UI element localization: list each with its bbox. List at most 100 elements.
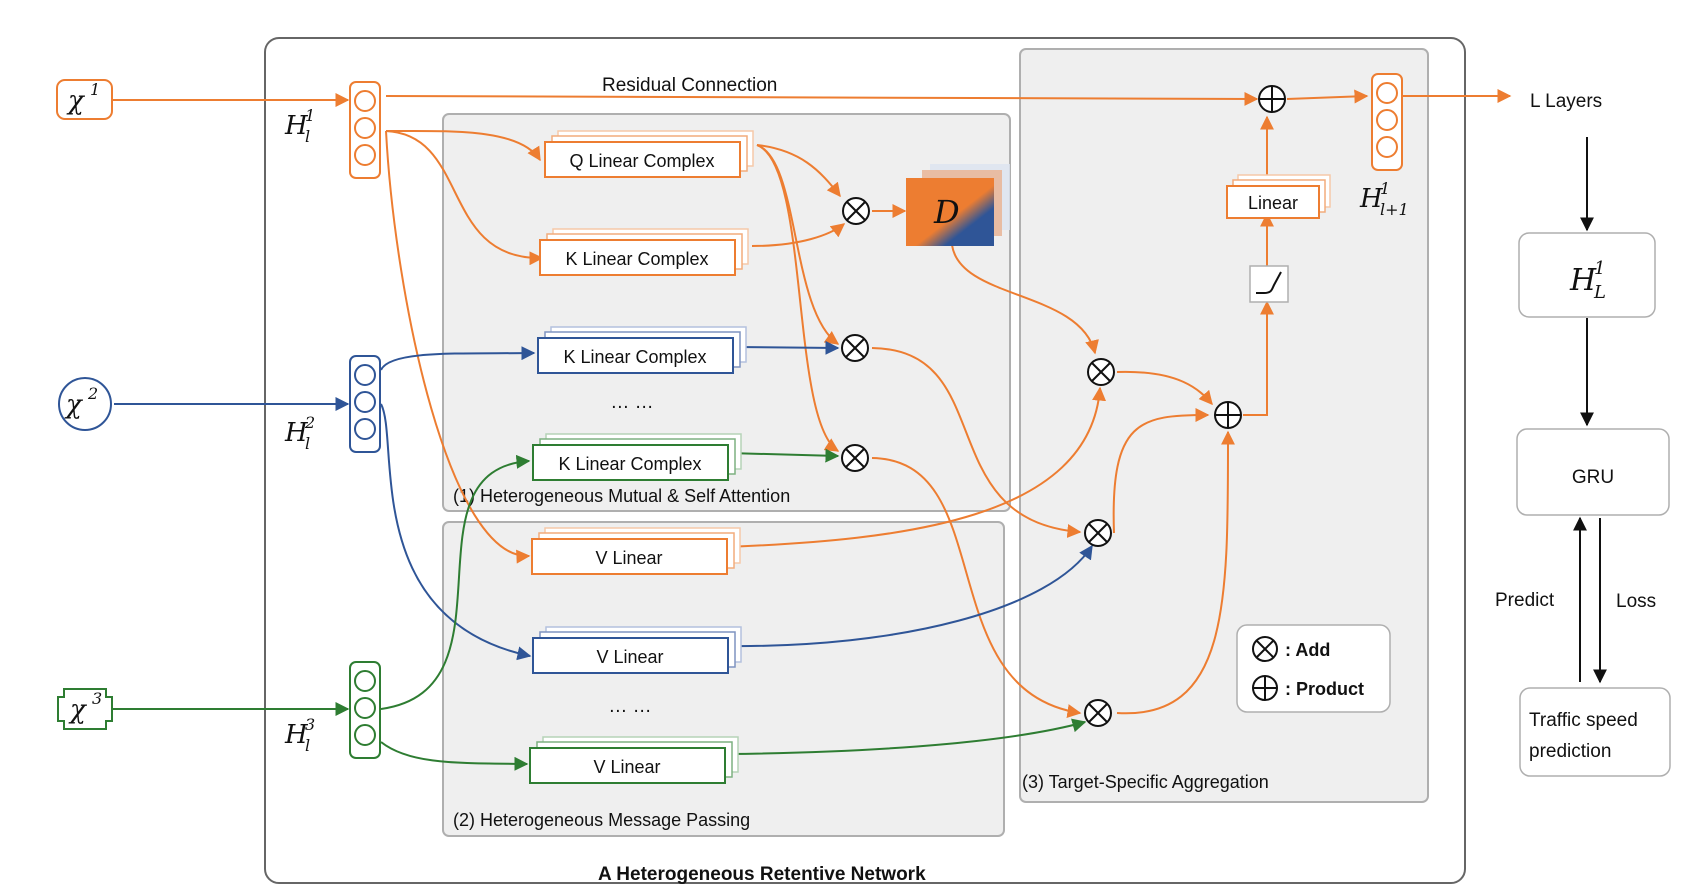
predict-label: Predict bbox=[1495, 590, 1555, 611]
q-linear-label: Q Linear Complex bbox=[569, 151, 714, 171]
section1-label: (1) Heterogeneous Mutual & Self Attentio… bbox=[453, 486, 790, 506]
v-linear-block-green: V Linear bbox=[529, 736, 739, 784]
mul-node-3 bbox=[841, 444, 869, 472]
input-x1-node: χ 1 bbox=[56, 79, 113, 120]
label-hnext-sub: l+1 bbox=[1380, 200, 1409, 219]
mul-node-2 bbox=[841, 334, 869, 362]
hidden-state-h1 bbox=[349, 81, 381, 179]
k-linear-block-orange: K Linear Complex bbox=[539, 228, 749, 276]
final-hidden-base: H bbox=[1569, 263, 1597, 298]
v-linear-block-blue: V Linear bbox=[532, 626, 742, 674]
q-linear-block: Q Linear Complex bbox=[544, 130, 754, 178]
section3-label: (3) Target-Specific Aggregation bbox=[1022, 772, 1269, 792]
edge-h2-v bbox=[380, 403, 532, 661]
edge-q-mul1 bbox=[756, 144, 841, 198]
label-h2: H 2 l bbox=[284, 413, 315, 453]
v-linear-block-orange: V Linear bbox=[531, 527, 741, 575]
label-hnext-base: H bbox=[1359, 184, 1384, 214]
input-x2-sup: 2 bbox=[87, 384, 98, 403]
edge-k-mul1 bbox=[751, 223, 846, 247]
label-h3-base: H bbox=[284, 720, 309, 750]
edge-plus-act bbox=[1243, 300, 1274, 416]
label-h2-base: H bbox=[284, 418, 309, 448]
edge-h3-k bbox=[380, 454, 531, 710]
edge-d-mul4 bbox=[951, 244, 1099, 355]
edge-h3-v bbox=[380, 741, 529, 771]
k-linear-block-blue: K Linear Complex bbox=[537, 326, 747, 374]
plus-node-aggregate bbox=[1214, 401, 1242, 429]
l-layers-label: L Layers bbox=[1530, 91, 1602, 112]
ellipsis-message: … … bbox=[608, 696, 651, 717]
traffic-label-line2: prediction bbox=[1529, 741, 1611, 762]
edge-mul6-plus bbox=[1116, 430, 1236, 715]
k-linear-orange-label: K Linear Complex bbox=[565, 249, 708, 269]
edge-mul5-plus bbox=[1112, 408, 1210, 534]
legend-otimes-icon bbox=[1252, 636, 1278, 662]
ellipsis-attention: … … bbox=[610, 392, 653, 413]
legend-product-label: : Product bbox=[1285, 679, 1364, 699]
edge-h1-v bbox=[385, 130, 531, 564]
linear-block-aggregation: Linear bbox=[1226, 174, 1331, 219]
loss-label: Loss bbox=[1616, 591, 1656, 612]
label-h2-sub: l bbox=[305, 434, 310, 453]
mul-node-6 bbox=[1084, 699, 1112, 727]
edge-oplus-hnext bbox=[1286, 89, 1369, 104]
final-hidden-box: H 1 L bbox=[1518, 232, 1656, 318]
activation-icon bbox=[1249, 265, 1289, 303]
edge-mul4-plus bbox=[1116, 370, 1213, 406]
gru-box: GRU bbox=[1516, 428, 1670, 516]
section2-label: (2) Heterogeneous Message Passing bbox=[453, 810, 750, 830]
input-x1-sup: 1 bbox=[90, 80, 100, 99]
edge-k-mul3 bbox=[727, 448, 840, 463]
d-matrix-label: D bbox=[933, 193, 960, 231]
final-hidden-sup: 1 bbox=[1594, 258, 1605, 279]
plus-node-residual bbox=[1258, 85, 1286, 113]
k-linear-blue-label: K Linear Complex bbox=[563, 347, 706, 367]
mul-node-4 bbox=[1087, 358, 1115, 386]
mul-node-5 bbox=[1084, 519, 1112, 547]
label-h3-sub: l bbox=[305, 736, 310, 755]
mul-node-1 bbox=[842, 197, 870, 225]
edge-mul2-mul5 bbox=[871, 347, 1082, 538]
k-linear-block-green: K Linear Complex bbox=[532, 433, 742, 481]
legend-box: : Add : Product bbox=[1236, 624, 1391, 713]
input-x3-node: χ 3 bbox=[57, 688, 113, 730]
v-linear-blue-label: V Linear bbox=[596, 647, 663, 667]
edge-q-mul3 bbox=[756, 144, 840, 452]
label-h1-sup: 1 bbox=[305, 106, 315, 125]
d-matrix: D bbox=[906, 164, 1010, 246]
hidden-state-next bbox=[1371, 73, 1403, 171]
hidden-state-h3 bbox=[349, 661, 381, 759]
input-x3-sup: 3 bbox=[92, 689, 102, 708]
traffic-label-line1: Traffic speed bbox=[1529, 710, 1638, 731]
traffic-box: Traffic speed prediction bbox=[1519, 687, 1671, 777]
label-h1-base: H bbox=[284, 111, 309, 141]
label-h2-sup: 2 bbox=[304, 413, 315, 432]
hidden-state-h2 bbox=[349, 355, 381, 453]
legend-oplus-icon bbox=[1252, 675, 1278, 701]
residual-label: Residual Connection bbox=[602, 75, 777, 96]
edge-residual bbox=[385, 91, 1259, 106]
input-x2-node: χ 2 bbox=[58, 377, 112, 431]
label-h1: H 1 l bbox=[284, 106, 315, 146]
label-h3-sup: 3 bbox=[305, 715, 315, 734]
edge-v-mul4 bbox=[726, 386, 1107, 548]
linear-label: Linear bbox=[1248, 193, 1298, 213]
edge-mul3-mul6 bbox=[871, 457, 1082, 718]
edge-v-mul6 bbox=[727, 718, 1087, 755]
edge-h2-k bbox=[380, 346, 536, 371]
input-x3-symbol: χ bbox=[68, 695, 88, 725]
edge-h1-q bbox=[385, 129, 541, 162]
edge-v-mul5 bbox=[724, 544, 1093, 648]
k-linear-green-label: K Linear Complex bbox=[558, 454, 701, 474]
network-title: A Heterogeneous Retentive Network bbox=[598, 864, 926, 885]
v-linear-orange-label: V Linear bbox=[595, 548, 662, 568]
edge-h1-k bbox=[385, 130, 544, 266]
label-h1-sub: l bbox=[305, 127, 310, 146]
v-linear-green-label: V Linear bbox=[593, 757, 660, 777]
label-hnext-sup: 1 bbox=[1380, 179, 1390, 198]
gru-label: GRU bbox=[1572, 467, 1614, 488]
input-x2-symbol: χ bbox=[64, 390, 84, 420]
final-hidden-sub: L bbox=[1593, 282, 1606, 303]
